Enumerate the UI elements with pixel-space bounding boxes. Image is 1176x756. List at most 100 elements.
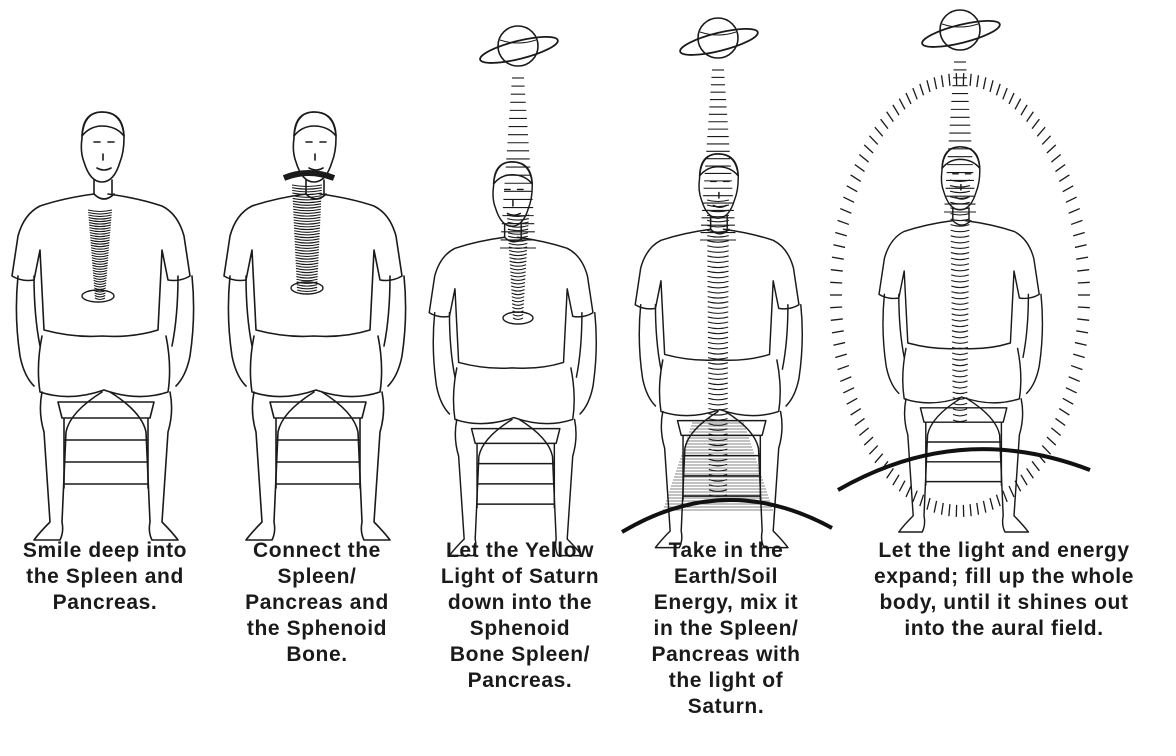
aura-tick	[1063, 186, 1073, 192]
caption-line: down into the	[420, 590, 620, 616]
aura-tick	[887, 468, 894, 478]
step-4-figure	[626, 0, 836, 540]
spiral-stroke	[953, 414, 967, 416]
spiral-stroke	[296, 266, 318, 268]
spiral-stroke	[293, 215, 320, 217]
spiral-stroke	[708, 342, 728, 344]
aura-tick	[838, 220, 849, 224]
figure-right-arm	[1023, 294, 1042, 393]
step-3-panel: Let the Yellow Light of Saturn down into…	[420, 0, 620, 540]
aura-tick	[1076, 331, 1088, 333]
aura-tick	[1071, 366, 1082, 370]
aura-tick	[1066, 388, 1077, 393]
step-1-figure	[0, 0, 210, 540]
spiral-stroke	[708, 358, 728, 360]
spiral-stroke	[88, 213, 112, 215]
spiral-stroke	[709, 459, 728, 461]
spiral-stroke	[295, 255, 318, 257]
spiral-stroke	[708, 332, 728, 334]
spiral-stroke	[92, 255, 109, 257]
figure-hair	[494, 162, 533, 184]
aura-tick	[833, 343, 845, 346]
aura-tick	[893, 105, 899, 115]
aura-tick	[983, 77, 985, 89]
aura-tick	[832, 331, 844, 333]
step-2-panel: Connect the Spleen/ Pancreas and the Sph…	[212, 0, 422, 540]
figure-shorts	[903, 348, 1021, 402]
aura-tick	[1063, 398, 1073, 404]
spiral-stroke	[708, 286, 729, 288]
figure-stool	[58, 402, 154, 488]
aura-tick	[1059, 409, 1069, 415]
spiral-stroke	[953, 381, 968, 383]
spiral-stroke	[708, 368, 728, 370]
spiral-stroke	[90, 230, 111, 232]
aura-tick	[859, 428, 868, 436]
seated-figure	[635, 154, 802, 548]
aura-tick	[1009, 486, 1014, 497]
spiral-stroke	[89, 220, 111, 222]
caption-line: Light of Saturn	[420, 564, 620, 590]
aura-tick	[875, 127, 883, 136]
spiral-stroke	[292, 185, 322, 187]
spiral-stroke	[708, 414, 727, 416]
spiral-stroke	[292, 193, 321, 195]
aura-tick	[887, 112, 894, 122]
spiral-stroke	[952, 320, 969, 322]
spiral-stroke	[508, 226, 529, 228]
aura-tick	[941, 503, 943, 515]
spiral-stroke	[297, 290, 317, 292]
spiral-stroke	[90, 235, 110, 237]
spiral-stroke	[294, 220, 321, 222]
figure-face	[306, 142, 326, 170]
spiral-stroke	[295, 252, 319, 254]
spiral-stroke	[294, 236, 319, 238]
spiral-stroke	[295, 258, 318, 260]
figure-hair	[82, 112, 124, 136]
aura-tick	[859, 154, 868, 162]
caption-line: Bone Spleen/	[420, 642, 620, 668]
spiral-stroke	[708, 347, 728, 349]
step-5-figure	[832, 0, 1176, 540]
spiral-stroke	[295, 250, 319, 252]
step-1-panel: Smile deep into the Spleen and Pancreas.	[0, 0, 210, 540]
spiral-stroke	[513, 314, 523, 316]
aura-tick	[847, 398, 857, 404]
figure-shorts	[250, 336, 381, 397]
spiral-stroke	[952, 314, 969, 316]
aura-tick	[1066, 197, 1077, 202]
saturn-planet	[478, 26, 560, 68]
spiral-stroke	[950, 208, 969, 210]
spiral-stroke	[708, 317, 728, 319]
spiral-stroke	[295, 244, 319, 246]
spiral-stroke	[707, 261, 728, 263]
aura-tick	[855, 165, 865, 172]
spiral-stroke	[952, 331, 968, 333]
spiral-stroke	[951, 264, 969, 266]
spiral-stroke	[708, 322, 728, 324]
aura-tick	[934, 77, 936, 89]
spiral-stroke	[296, 277, 317, 279]
aura-tick	[1047, 145, 1056, 153]
spiral-stroke	[952, 336, 968, 338]
caption-line: in the Spleen/	[626, 616, 826, 642]
aura-tick	[869, 136, 877, 145]
caption-line: Take in the	[626, 538, 826, 564]
aura-tick	[1042, 136, 1050, 145]
figure-left-arm	[433, 313, 455, 414]
spiral-stroke	[508, 233, 528, 235]
aura-tick	[1021, 105, 1027, 115]
aura-tick	[833, 245, 845, 248]
spleen-pancreas-organ	[503, 312, 533, 324]
caption-line: Smile deep into	[0, 538, 210, 564]
spiral-stroke	[296, 263, 319, 265]
spiral-stroke	[511, 282, 525, 284]
energy-spiral	[507, 215, 529, 320]
aura-tick	[1009, 93, 1014, 104]
step-5-caption: Let the light and energy expand; fill up…	[832, 538, 1176, 642]
spiral-stroke	[951, 253, 969, 255]
figure-shorts	[38, 336, 169, 397]
caption-line: Pancreas.	[0, 590, 210, 616]
aura-tick	[843, 197, 854, 202]
spiral-stroke	[709, 439, 728, 441]
